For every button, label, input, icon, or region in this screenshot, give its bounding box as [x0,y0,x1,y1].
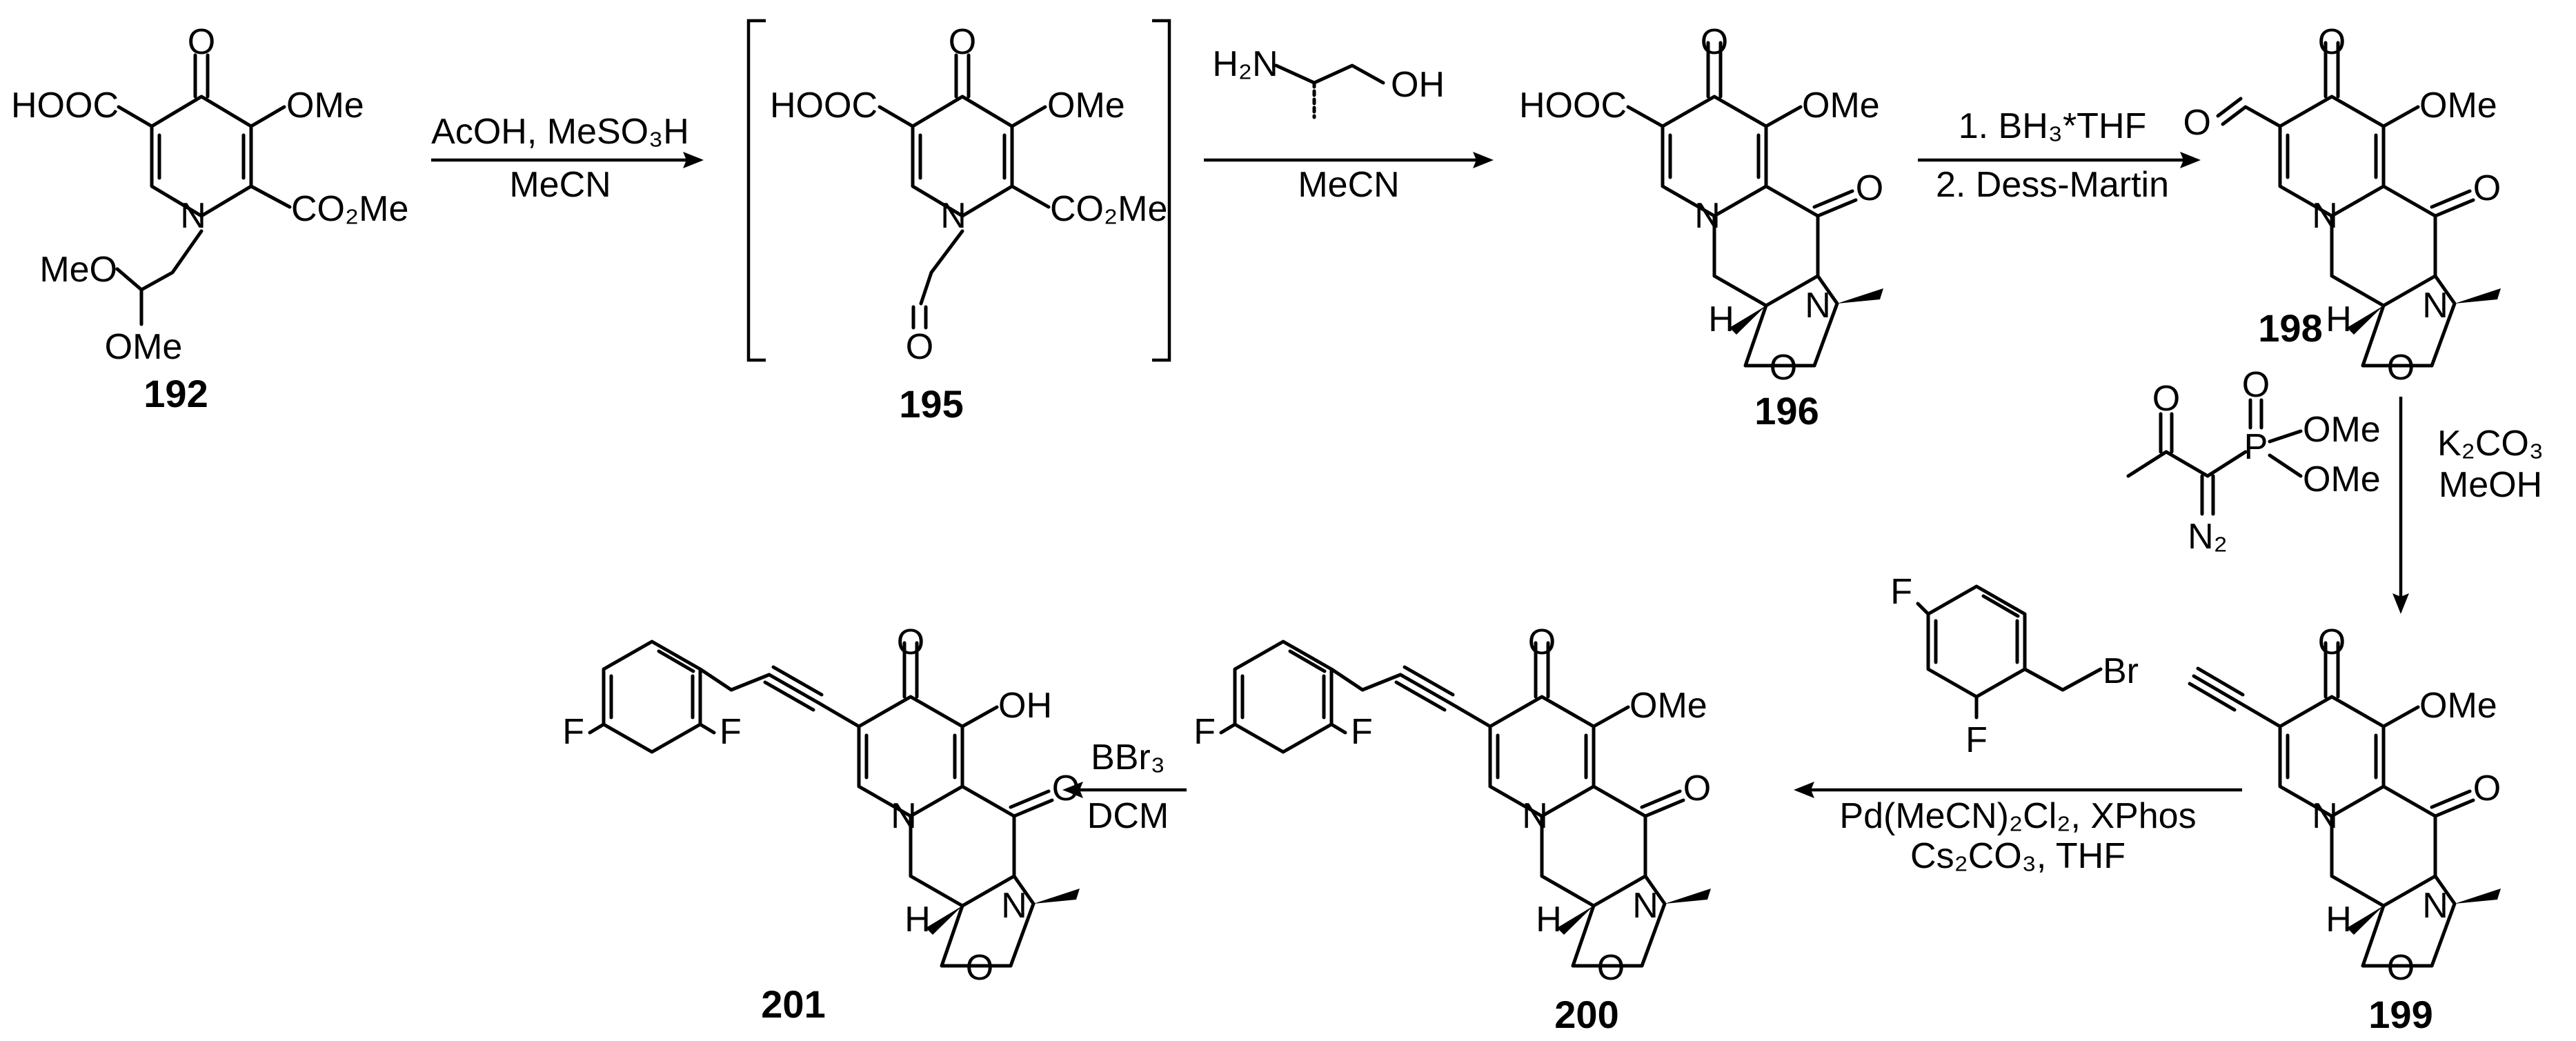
step5-line2: Cs₂CO₃, THF [1910,836,2126,876]
atom-o-ring: O [1770,348,1797,388]
atom-o: O [188,22,215,62]
atom-o-lactam: O [2473,769,2501,809]
atom-ome: OMe [2419,86,2497,126]
atom-n: N [940,196,967,236]
reaction-arrow-4: K₂CO₃ MeOH O N₂ P O OMe OMe [2126,365,2544,614]
atom-hooc: HOOC [1519,86,1627,126]
atom-f: F [1193,712,1216,752]
atom-o: O [1701,22,1728,62]
compound-199: O OMe O N N O H 199 [2188,622,2501,1036]
atom-co2me: CO₂Me [291,189,408,229]
atom-o-ring: O [2387,948,2415,988]
atom-o-lactam: O [1052,769,1080,809]
atom-br: Br [2103,651,2139,691]
atom-n: N [1694,196,1721,236]
atom-ome: OMe [2419,686,2497,726]
atom-ome: OMe [1802,86,1880,126]
atom-hooc: HOOC [770,86,878,126]
step5-line1: Pd(MeCN)₂Cl₂, XPhos [1839,796,2196,836]
atom-h: H [2326,299,2352,339]
atom-f-2: F [720,712,742,752]
reaction-arrow-1: AcOH, MeSO₃H MeCN [431,112,704,205]
atom-h: H [1536,900,1562,940]
compound-label-195: 195 [899,382,963,426]
atom-h: H [2326,900,2352,940]
atom-o: O [2318,622,2346,662]
reaction-arrow-2: H₂N OH MeCN [1204,44,1494,205]
atom-n: N [2312,196,2338,236]
atom-hooc: HOOC [11,86,119,126]
atom-meo: MeO [39,250,117,290]
atom-f-2: F [1965,720,1988,760]
step1-solvent: MeCN [509,165,611,205]
atom-n-2: N [2422,886,2448,926]
step6-line1: BBr₃ [1091,737,1165,777]
atom-o-lactam: O [1683,769,1711,809]
atom-n-2: N [1632,886,1658,926]
atom-o: O [897,622,924,662]
compound-label-199: 199 [2368,993,2433,1036]
step3-line2: 2. Dess-Martin [1936,165,2169,205]
atom-o-aldehyde: O [2183,103,2211,143]
compound-201: O F F OH O N N O H 201 [562,622,1080,1026]
atom-o-lactam: O [1856,168,1883,208]
compound-195: O HOOC OMe CO₂Me N O 195 [746,19,1171,426]
atom-h: H [1708,299,1734,339]
compound-label-200: 200 [1554,993,1618,1036]
atom-n-2: N [2422,286,2448,326]
atom-o: O [949,22,976,62]
step2-solvent: MeCN [1298,165,1399,205]
atom-ome-2: OMe [105,327,183,367]
atom-o-lactam: O [2473,168,2501,208]
atom-ome: OMe [286,86,364,126]
compound-192: O HOOC OMe CO₂Me N MeO OMe 192 [11,22,408,415]
compound-196: O HOOC OMe O N N O H 196 [1519,22,1883,433]
atom-o: O [2152,379,2180,419]
reaction-arrow-3: 1. BH₃*THF 2. Dess-Martin [1918,106,2201,205]
atom-h2n: H₂N [1212,44,1278,84]
atom-p: P [2244,427,2268,467]
atom-o-aldehyde: O [906,327,933,367]
atom-oh: OH [1391,65,1445,105]
atom-n2: N₂ [2188,517,2228,557]
step1-reagents: AcOH, MeSO₃H [431,112,689,152]
compound-label-201: 201 [761,982,825,1026]
atom-oh: OH [998,686,1052,726]
atom-f: F [1890,572,1912,612]
atom-o-p: O [2242,365,2270,405]
step3-line1: 1. BH₃*THF [1959,106,2147,146]
compound-198: O O OMe O N N O H 198 [2183,22,2501,388]
compound-label-198: 198 [2258,306,2322,350]
atom-ome: OMe [1629,686,1707,726]
reaction-arrow-6: BBr₃ DCM [1062,737,1187,836]
atom-n-2: N [1805,286,1831,326]
atom-n: N [891,796,917,836]
atom-n: N [2312,796,2338,836]
compound-label-192: 192 [143,372,208,415]
step6-line2: DCM [1087,796,1169,836]
atom-o: O [2318,22,2346,62]
atom-h: H [904,900,931,940]
atom-ome: OMe [2303,410,2381,450]
atom-ome-2: OMe [2303,459,2381,499]
step4-line2: MeOH [2439,465,2542,505]
atom-ome: OMe [1047,86,1125,126]
step4-line1: K₂CO₃ [2437,424,2544,464]
atom-o-ring: O [1597,948,1625,988]
atom-o-ring: O [2387,348,2415,388]
reaction-arrow-5: F F Br Pd(MeCN)₂Cl₂, XPhos Cs₂CO₃, THF [1794,572,2242,876]
atom-co2me: CO₂Me [1050,189,1167,229]
atom-f: F [562,712,584,752]
atom-n: N [1522,796,1548,836]
compound-200: O F F OMe O N N O H 200 [1193,622,1711,1036]
atom-n-2: N [1001,886,1027,926]
atom-o-ring: O [966,948,993,988]
atom-f-2: F [1351,712,1373,752]
atom-o: O [1528,622,1556,662]
compound-label-196: 196 [1754,389,1819,433]
atom-n: N [180,196,206,236]
